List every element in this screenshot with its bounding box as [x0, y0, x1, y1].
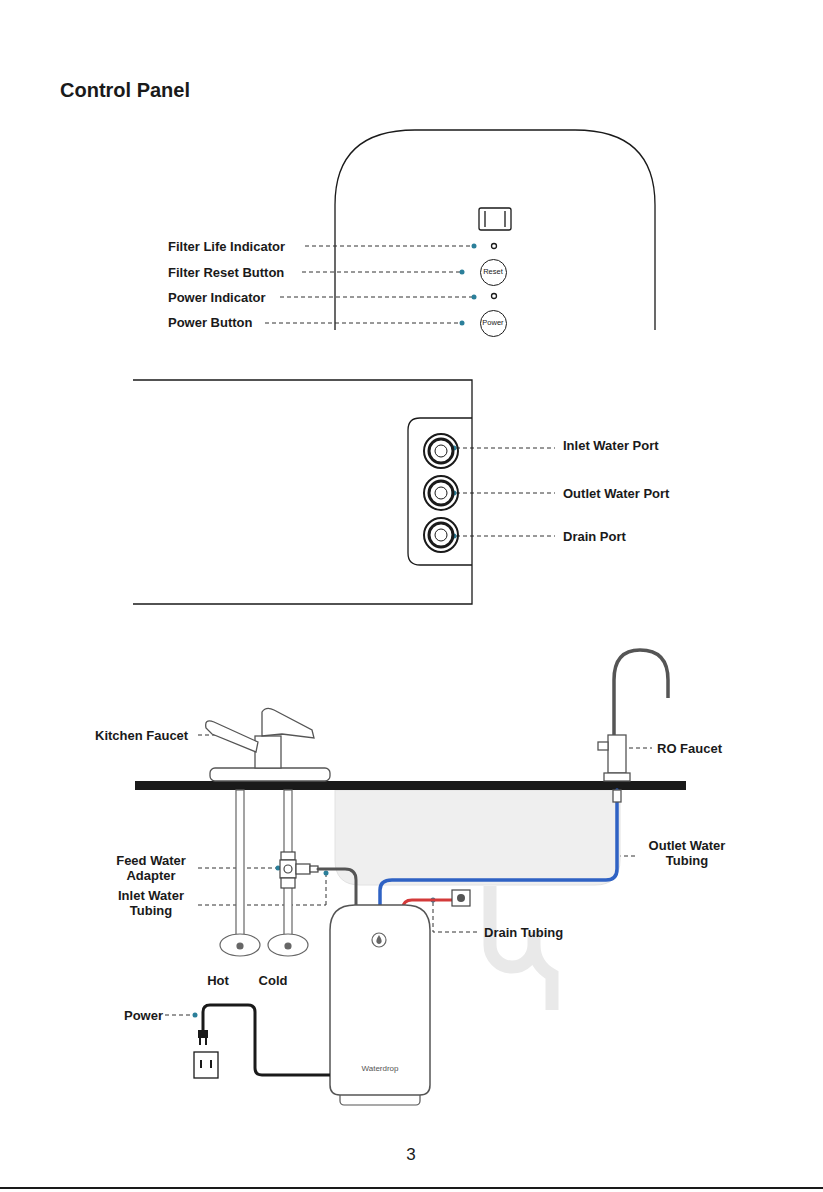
- callout-label: Drain Port: [563, 529, 626, 544]
- callout-label: Power Indicator: [168, 290, 266, 305]
- callout-label: Power: [124, 1008, 163, 1023]
- callout-label: Inlet Water Tubing: [105, 888, 197, 918]
- page-title: Control Panel: [60, 79, 190, 102]
- kitchen-faucet: [206, 708, 330, 781]
- power-cord: [194, 1005, 330, 1078]
- callout-label: Drain Tubing: [484, 925, 563, 940]
- tubing: [318, 790, 617, 908]
- button-text: Reset: [483, 268, 503, 276]
- countertop: [135, 781, 686, 790]
- feed-water-adapter: [280, 852, 318, 888]
- button-circle: Reset: [480, 259, 507, 286]
- ro-faucet: [598, 650, 668, 802]
- callout-label: Filter Reset Button: [168, 265, 284, 280]
- brand-logo: Waterdrop: [361, 1064, 398, 1073]
- callout-label: Power Button: [168, 315, 253, 330]
- button-circle: Power: [480, 310, 507, 337]
- supply-pipes: [220, 790, 308, 956]
- page-rule: [0, 1187, 823, 1189]
- leader-dots: [193, 244, 623, 1018]
- pipe-label: Hot: [207, 973, 229, 988]
- pipe-label: Cold: [259, 973, 288, 988]
- callout-label: Feed Water Adapter: [105, 853, 197, 883]
- page-number: 3: [406, 1145, 415, 1165]
- callout-label: Outlet Water Tubing: [637, 838, 737, 868]
- ro-unit: [330, 905, 430, 1105]
- port-panel: [133, 380, 472, 604]
- callout-label: Kitchen Faucet: [95, 728, 188, 743]
- callout-label: Inlet Water Port: [563, 438, 659, 453]
- callout-label: Filter Life Indicator: [168, 239, 285, 254]
- callout-label: RO Faucet: [657, 741, 722, 756]
- button-text: Power: [482, 319, 503, 327]
- leader-lines: [165, 246, 652, 1015]
- callout-label: Outlet Water Port: [563, 486, 669, 501]
- control-panel-housing: [335, 130, 655, 330]
